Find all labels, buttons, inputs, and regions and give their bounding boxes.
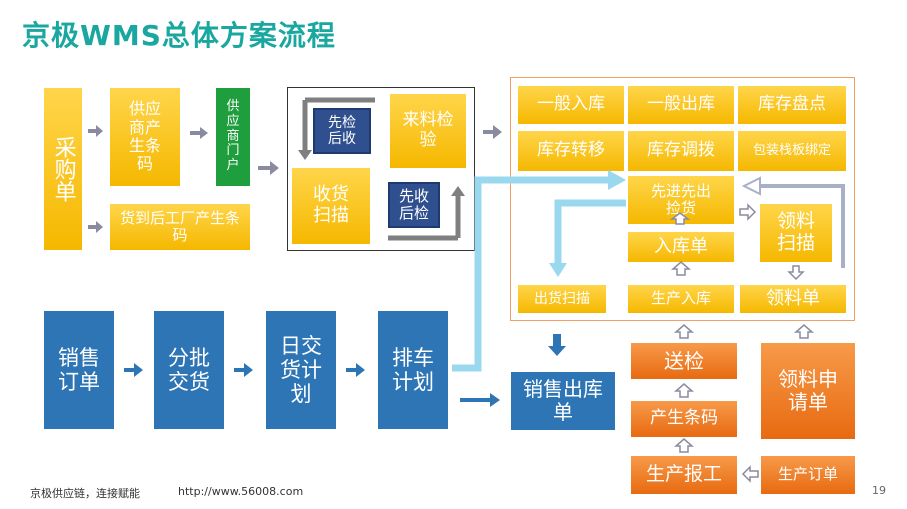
schedule-to-fifo-head [608,170,626,190]
inspect-loop-line [302,97,375,150]
sales-outbound-box: 销售出库单 [511,372,615,430]
daily-delivery-plan-box: 日交货计划 [266,311,336,429]
fifo-to-shipping-head [549,263,567,277]
inspect-then-receive-label: 先检后收 [328,114,356,147]
material-to-fifo-head [741,176,761,196]
outline-arrows [669,203,814,483]
arrow-icon [258,161,279,175]
production-order-box: 生产订单 [761,456,855,494]
warehouse-frame [510,77,855,321]
receive-then-inspect-box: 先收后检 [388,182,440,228]
arrow-icon [548,334,566,356]
inspect-then-receive-box: 先检后收 [313,108,371,154]
send-inspection-label: 送检 [664,348,704,373]
schedule-to-fifo-line [452,176,610,372]
arrow-icon [88,125,103,137]
production-inbound-box: 生产入库 [628,285,734,313]
incoming-inspection-label: 来料检验 [402,110,454,150]
production-order-label: 生产订单 [777,465,838,484]
generate-barcode-label: 产生条码 [650,408,718,429]
inventory-transfer-box: 库存转移 [518,131,624,171]
arrow-icon [674,324,694,339]
receive-loop-line [388,196,461,241]
send-inspection-box: 送检 [631,343,737,379]
vehicle-schedule-label: 排车计划 [392,345,434,394]
material-request-box: 领料申请单 [761,343,855,439]
arrow-icon [787,265,805,281]
batch-delivery-label: 分批交货 [168,345,210,394]
batch-delivery-box: 分批交货 [154,311,224,429]
gray-arrows [88,125,502,233]
inspect-loop-head [298,150,312,160]
production-inbound-label: 生产入库 [650,289,711,308]
inventory-count-box: 库存盘点 [738,86,846,124]
sales-order-box: 销售订单 [44,311,114,429]
supplier-barcode-box: 供应商产生条码 [110,88,180,186]
factory-barcode-box: 货到后工厂产生条码 [110,204,250,250]
pallet-binding-label: 包装栈板绑定 [752,142,831,158]
arrow-icon [669,212,691,225]
arrow-icon [483,125,502,139]
vehicle-schedule-box: 排车计划 [378,311,448,429]
material-to-fifo-line [758,184,845,268]
fifo-picking-label: 先进先出捡货 [650,181,711,217]
inbound-order-label: 入库单 [654,235,708,257]
purchase-order-box: 采购单 [44,88,82,250]
arrow-icon [346,363,365,377]
arrow-icon [794,324,814,339]
page-number: 19 [872,484,886,497]
receive-then-inspect-label: 先收后检 [398,186,429,222]
production-report-box: 生产报工 [631,456,737,494]
arrow-icon [190,127,208,139]
arrow-icon [460,393,500,407]
supplier-portal-label: 供应商门户 [226,98,240,174]
arrow-icon [674,383,694,398]
material-scan-box: 领料扫描 [760,204,832,262]
shipping-scan-label: 出货扫描 [534,290,590,307]
factory-barcode-label: 货到后工厂产生条码 [120,208,241,244]
fifo-to-shipping-line [554,199,626,265]
general-outbound-box: 一般出库 [628,86,734,124]
arrow-icon [234,363,253,377]
sales-order-label: 销售订单 [58,345,100,394]
general-inbound-box: 一般入库 [518,86,624,124]
arrow-icon [124,363,143,377]
inventory-allocation-box: 库存调拨 [628,131,734,171]
daily-delivery-plan-label: 日交货计划 [280,333,322,407]
receiving-scan-label: 收货扫描 [313,184,349,226]
receive-loop-head [451,186,465,196]
material-scan-label: 领料扫描 [776,210,815,254]
arrow-icon [739,203,757,221]
general-inbound-label: 一般入库 [537,94,605,115]
inbound-order-box: 入库单 [628,232,734,262]
incoming-inspection-box: 来料检验 [390,94,466,168]
arrow-icon [671,261,691,276]
supplier-portal-box: 供应商门户 [216,88,250,186]
inventory-allocation-label: 库存调拨 [647,140,715,161]
generate-barcode-box: 产生条码 [631,401,737,437]
receiving-scan-box: 收货扫描 [292,168,370,244]
page-title: 京极WMS总体方案流程 [22,19,336,52]
material-requisition-box: 领料单 [740,285,846,313]
footer-url: http://www.56008.com [178,485,304,498]
supplier-barcode-label: 供应商产生条码 [128,99,161,174]
material-request-label: 领料申请单 [778,367,838,414]
pallet-binding-box: 包装栈板绑定 [738,131,846,171]
shipping-scan-box: 出货扫描 [518,285,606,313]
sales-outbound-label: 销售出库单 [523,377,603,424]
blue-arrows [124,334,566,407]
receiving-frame [287,87,475,251]
arrow-icon [741,465,759,483]
material-requisition-label: 领料单 [766,287,820,309]
production-report-label: 生产报工 [645,463,722,486]
arrow-icon [674,438,694,453]
purchase-order-label: 采购单 [50,136,76,202]
inventory-count-label: 库存盘点 [758,94,826,115]
footer-company: 京极供应链，连接赋能 [30,487,140,500]
arrow-icon [88,221,103,233]
inventory-transfer-label: 库存转移 [537,140,605,161]
general-outbound-label: 一般出库 [647,94,715,115]
